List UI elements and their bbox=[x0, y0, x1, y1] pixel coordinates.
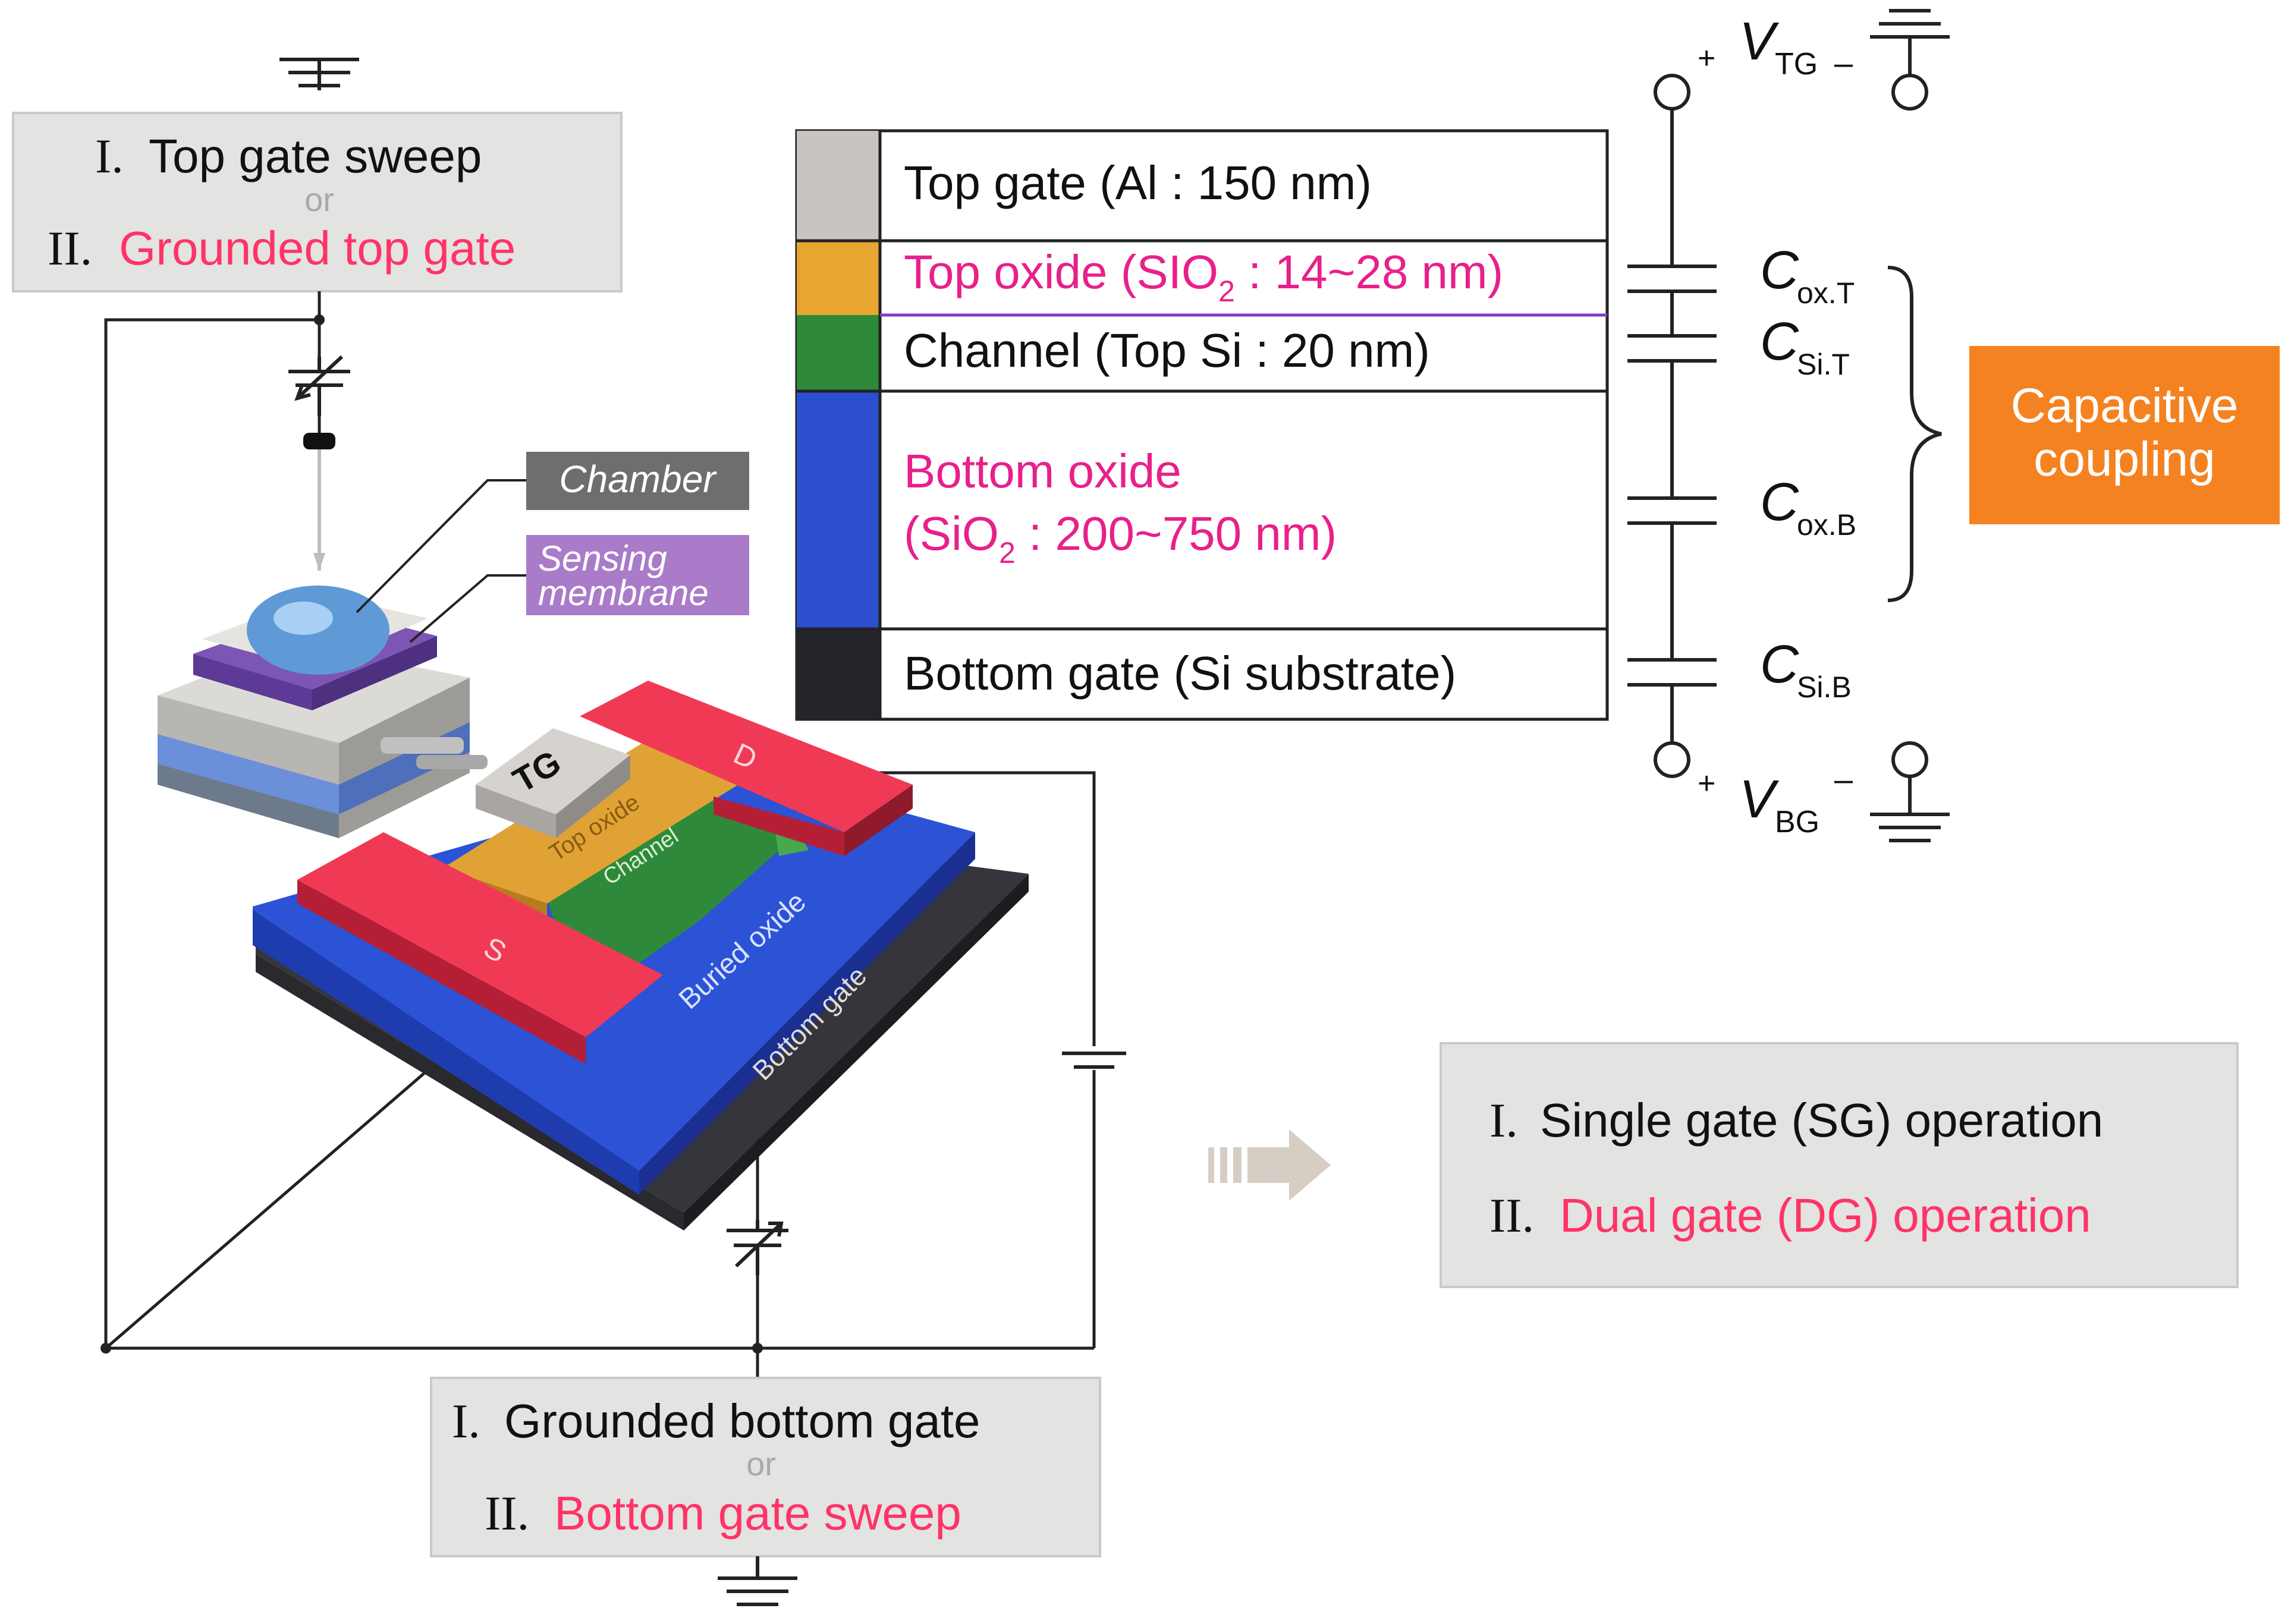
channel-region bbox=[547, 791, 800, 987]
svg-text:–: – bbox=[1834, 760, 1853, 798]
operation-roman-2: II. bbox=[1489, 1188, 1534, 1242]
layer-bottom-oxide-label-1: Bottom oxide bbox=[904, 445, 1181, 498]
sensing-membrane-label-2: membrane bbox=[538, 573, 709, 613]
svg-text:V: V bbox=[1739, 770, 1780, 829]
cap-label-ox-t: C ox.T bbox=[1760, 241, 1855, 310]
bottom-control-item-2: Bottom gate sweep bbox=[554, 1487, 961, 1540]
top-control-roman-2: II. bbox=[48, 221, 92, 275]
layer-channel-label: Channel (Top Si : 20 nm) bbox=[904, 324, 1430, 377]
operation-roman-1: I. bbox=[1489, 1093, 1518, 1147]
cap-label-si-t: C Si.T bbox=[1760, 312, 1850, 381]
svg-text:C: C bbox=[1760, 635, 1799, 694]
cap-label-si-b: C Si.B bbox=[1760, 635, 1852, 704]
chamber-callout-label: Chamber bbox=[559, 458, 717, 501]
svg-text:ox.B: ox.B bbox=[1797, 508, 1856, 542]
svg-text:C: C bbox=[1760, 473, 1799, 532]
top-control-item-1: Top gate sweep bbox=[149, 130, 482, 182]
swatch-bottom-oxide bbox=[797, 391, 880, 629]
bottom-control-item-1: Grounded bottom gate bbox=[504, 1395, 980, 1447]
operation-item-2: Dual gate (DG) operation bbox=[1560, 1189, 2091, 1242]
layer-top-gate-label: Top gate (Al : 150 nm) bbox=[904, 156, 1372, 209]
operation-modes-panel: I. Single gate (SG) operation II. Dual g… bbox=[1440, 1042, 2239, 1288]
svg-text:+: + bbox=[1698, 41, 1715, 75]
vbg-label: + V BG – bbox=[1698, 760, 1853, 839]
swatch-channel bbox=[797, 315, 880, 391]
svg-text:BG: BG bbox=[1775, 805, 1819, 839]
svg-text:V: V bbox=[1739, 12, 1780, 71]
result-arrow bbox=[1208, 1129, 1331, 1201]
coupling-line-2: coupling bbox=[2034, 432, 2215, 486]
top-ground-symbol bbox=[279, 58, 359, 90]
top-gate-block bbox=[476, 728, 630, 814]
top-gate-control-panel: I. Top gate sweep or II. Grounded top ga… bbox=[12, 112, 623, 292]
top-gate-variable-source bbox=[288, 355, 350, 416]
coupling-brace bbox=[1887, 266, 1942, 602]
drain-battery bbox=[1062, 1046, 1126, 1070]
bottom-ground-symbol bbox=[718, 1556, 797, 1606]
layer-bottom-gate-label: Bottom gate (Si substrate) bbox=[904, 647, 1456, 700]
bottom-control-roman-2: II. bbox=[485, 1486, 529, 1540]
cap-label-ox-b: C ox.B bbox=[1760, 473, 1856, 542]
bottom-gate-variable-source bbox=[727, 1220, 788, 1275]
top-oxide-region bbox=[443, 728, 767, 904]
top-control-roman-1: I. bbox=[95, 129, 124, 183]
svg-text:–: – bbox=[1834, 44, 1853, 81]
svg-text:Si.B: Si.B bbox=[1797, 671, 1852, 704]
sensing-membrane-label-1: Sensing bbox=[538, 539, 667, 578]
bottom-control-roman-1: I. bbox=[452, 1394, 480, 1448]
top-control-item-2: Grounded top gate bbox=[119, 222, 516, 275]
drain-electrode bbox=[580, 681, 913, 832]
probe-electrode bbox=[303, 416, 335, 571]
layer-top-oxide-label: Top oxide (SIO2 : 14~28 nm) bbox=[904, 246, 1503, 308]
operation-item-1: Single gate (SG) operation bbox=[1540, 1094, 2103, 1147]
capacitive-coupling-badge: Capacitive coupling bbox=[1969, 346, 2280, 524]
chamber-callout: Chamber bbox=[526, 452, 749, 510]
swatch-top-gate bbox=[797, 131, 880, 241]
svg-text:TG: TG bbox=[1775, 47, 1818, 81]
svg-text:C: C bbox=[1760, 312, 1799, 372]
sensing-membrane-callout: Sensing membrane bbox=[526, 535, 749, 615]
device-illustration: TG Top oxide Channel D S Buried oxide Bo… bbox=[158, 586, 1029, 1230]
sensing-chamber-stack bbox=[158, 586, 488, 838]
bottom-control-or: or bbox=[746, 1445, 776, 1483]
source-electrode bbox=[297, 832, 663, 1037]
callout-leaders bbox=[356, 479, 526, 643]
layer-stack-table: Top gate (Al : 150 nm) Top oxide (SIO2 :… bbox=[795, 129, 1609, 721]
swatch-top-oxide bbox=[797, 241, 880, 315]
svg-text:ox.T: ox.T bbox=[1797, 276, 1855, 310]
equivalent-circuit bbox=[1627, 9, 1950, 842]
svg-text:+: + bbox=[1698, 766, 1715, 801]
coupling-line-1: Capacitive bbox=[2011, 379, 2239, 433]
top-control-or: or bbox=[304, 181, 334, 218]
svg-text:C: C bbox=[1760, 241, 1799, 300]
layer-bottom-oxide-label-2: (SiO2 : 200~750 nm) bbox=[904, 507, 1337, 569]
swatch-bottom-gate bbox=[797, 629, 880, 719]
svg-text:Si.T: Si.T bbox=[1797, 348, 1850, 381]
vtg-label: + V TG – bbox=[1698, 12, 1853, 81]
bottom-gate-control-panel: I. Grounded bottom gate or II. Bottom ga… bbox=[430, 1377, 1101, 1557]
